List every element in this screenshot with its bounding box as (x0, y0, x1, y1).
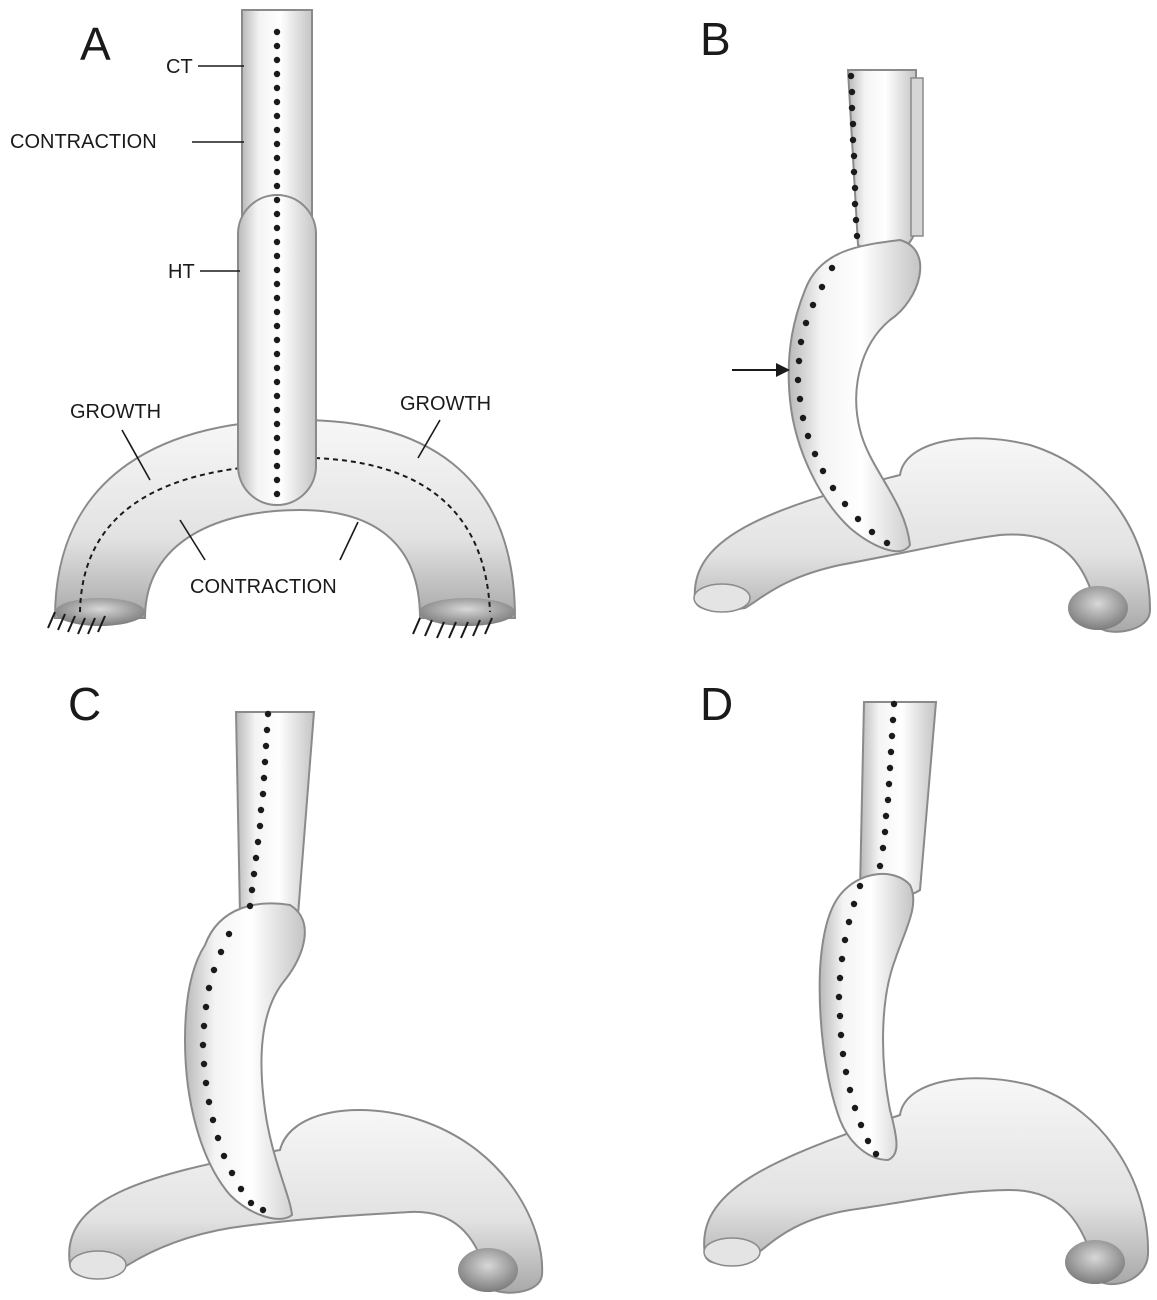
c-conotruncus-tube (236, 712, 314, 926)
label-contraction-bottom: CONTRACTION (190, 576, 337, 598)
panel-letter-c: C (68, 678, 101, 730)
panel-c: C (68, 678, 542, 1293)
arrow-icon (732, 363, 790, 377)
panel-b: B (694, 13, 1150, 632)
b-arch-left-end (694, 584, 750, 612)
d-arch-right-end (1065, 1240, 1125, 1284)
panel-letter-a: A (80, 18, 111, 70)
label-contraction-top: CONTRACTION (10, 131, 157, 153)
label-growth-right: GROWTH (400, 393, 491, 415)
panel-d: D (700, 678, 1148, 1284)
b-arch-right-end (1068, 586, 1128, 630)
b-conotruncus-side (911, 78, 923, 236)
c-arch-left-end (70, 1251, 126, 1279)
panel-a: A (10, 10, 515, 638)
b-conotruncus-tube (848, 70, 916, 255)
label-growth-left: GROWTH (70, 401, 161, 423)
d-arch-left-end (704, 1238, 760, 1266)
arch-left-end (55, 598, 145, 626)
d-conotruncus-tube (860, 702, 936, 898)
c-arch-right-end (458, 1248, 518, 1292)
leader-contraction-bottom-right (340, 522, 358, 560)
panel-letter-b: B (700, 13, 731, 65)
label-ht: HT (168, 261, 195, 283)
label-ct: CT (166, 56, 193, 78)
panel-letter-d: D (700, 678, 733, 730)
